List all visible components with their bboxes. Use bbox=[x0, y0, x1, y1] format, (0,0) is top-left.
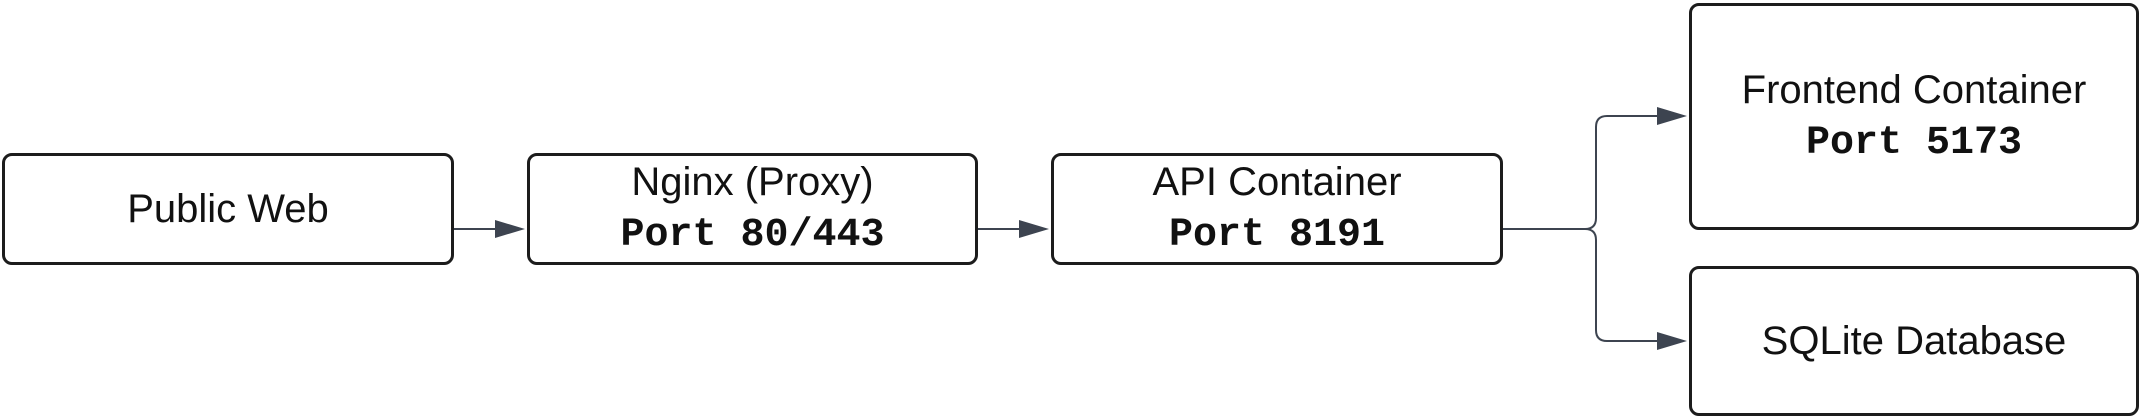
public-web-label: Public Web bbox=[127, 187, 329, 231]
public-web-node: Public Web bbox=[2, 153, 454, 265]
arrowhead-to-frontend bbox=[1657, 107, 1687, 125]
frontend-port: Port 5173 bbox=[1805, 120, 2023, 166]
edge-api-to-frontend bbox=[1584, 115, 1657, 230]
nginx-proxy-node: Nginx (Proxy) Port 80/443 bbox=[527, 153, 978, 265]
nginx-port: Port 80/443 bbox=[620, 213, 885, 258]
api-container-node: API Container Port 8191 bbox=[1051, 153, 1503, 265]
frontend-container-node: Frontend Container Port 5173 bbox=[1689, 3, 2139, 230]
sqlite-database-node: SQLite Database bbox=[1689, 266, 2139, 416]
arrowhead-to-api bbox=[1019, 220, 1049, 238]
edge-api-to-sqlite bbox=[1584, 228, 1657, 342]
api-label: API Container bbox=[1152, 160, 1402, 204]
frontend-label: Frontend Container bbox=[1741, 67, 2087, 112]
sqlite-label: SQLite Database bbox=[1761, 319, 2067, 363]
arrowhead-to-sqlite bbox=[1657, 332, 1687, 350]
arrowhead-to-nginx bbox=[495, 220, 525, 238]
api-port: Port 8191 bbox=[1168, 213, 1386, 258]
nginx-label: Nginx (Proxy) bbox=[631, 160, 874, 204]
